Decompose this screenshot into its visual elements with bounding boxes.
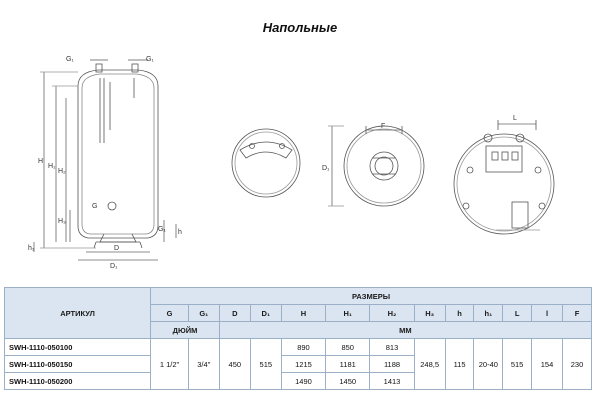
label-g: G bbox=[92, 203, 97, 210]
label-h3: H₃ bbox=[58, 218, 66, 225]
col-header: H₃ bbox=[413, 304, 446, 322]
cell-f: 230 bbox=[562, 338, 592, 390]
label-g1-right: G₁ bbox=[146, 56, 154, 63]
label-h1: H₁ bbox=[48, 163, 56, 170]
label-h: H bbox=[38, 158, 43, 165]
col-header: D bbox=[218, 304, 251, 322]
cell-h2: 813 bbox=[369, 338, 415, 356]
technical-drawings: G₁ G₁ H H₁ H₂ G H₃ G₁ h h₁ D D₁ F D₁ bbox=[28, 56, 555, 270]
cell-h: 1215 bbox=[280, 355, 327, 373]
col-header: F bbox=[562, 304, 592, 322]
row-artikul: SWH-1110-050200 bbox=[3, 372, 152, 390]
cell-h: 890 bbox=[280, 338, 327, 356]
cell-g1: 3/4" bbox=[187, 338, 220, 390]
cell-h-small: 115 bbox=[444, 338, 475, 390]
cell-h3: 248,5 bbox=[413, 338, 446, 390]
label-h-small: h bbox=[178, 229, 182, 236]
artikul-header: АРТИКУЛ bbox=[3, 287, 152, 339]
cell-h1-small: 20-40 bbox=[473, 338, 504, 390]
tank-top-view bbox=[231, 128, 301, 198]
label-h2: H₂ bbox=[58, 168, 66, 175]
col-header: h bbox=[444, 304, 475, 322]
cell-d: 450 bbox=[218, 338, 251, 390]
cell-h2: 1413 bbox=[369, 372, 415, 390]
label-d: D bbox=[114, 245, 119, 252]
label-g1-bottom: G₁ bbox=[158, 226, 166, 233]
cell-h1: 1450 bbox=[325, 372, 371, 390]
unit-mm: ММ bbox=[218, 321, 593, 339]
cell-h1: 1181 bbox=[325, 355, 371, 373]
row-artikul: SWH-1110-050100 bbox=[3, 338, 152, 356]
tank-side-view bbox=[33, 59, 177, 261]
label-d1-side: D₁ bbox=[322, 165, 330, 172]
tank-panel-view bbox=[453, 120, 555, 235]
col-header: H bbox=[280, 304, 327, 322]
cell-h: 1490 bbox=[280, 372, 327, 390]
col-header: G bbox=[150, 304, 189, 322]
cell-h2: 1188 bbox=[369, 355, 415, 373]
table-row: SWH-1110-050200 1490 1450 1413 bbox=[3, 372, 592, 390]
cell-l-small: 154 bbox=[531, 338, 563, 390]
col-header: h₁ bbox=[473, 304, 504, 322]
cell-l: 515 bbox=[502, 338, 532, 390]
tank-bottom-view bbox=[328, 125, 425, 207]
col-header: H₁ bbox=[325, 304, 371, 322]
table-row: SWH-1110-050100 1 1/2" 3/4" 450 515 890 … bbox=[3, 338, 592, 390]
col-header: D₁ bbox=[249, 304, 282, 322]
label-h1-small: h₁ bbox=[28, 245, 35, 252]
specs-table: АРТИКУЛ РАЗМЕРЫ G G₁ D D₁ H H₁ H₂ H₃ h h… bbox=[3, 287, 593, 390]
col-header: G₁ bbox=[187, 304, 220, 322]
label-d1: D₁ bbox=[110, 263, 118, 270]
cell-h1: 850 bbox=[325, 338, 371, 356]
col-header: l bbox=[531, 304, 563, 322]
cell-d1: 515 bbox=[249, 338, 282, 390]
page-title: Напольные bbox=[262, 20, 338, 35]
label-g1-left: G₁ bbox=[66, 56, 74, 63]
razmery-header: РАЗМЕРЫ bbox=[150, 287, 592, 305]
unit-inch: ДЮЙМ bbox=[150, 321, 220, 339]
label-l: L bbox=[513, 115, 517, 122]
label-f: F bbox=[381, 123, 385, 130]
col-header: L bbox=[502, 304, 532, 322]
cell-g: 1 1/2" bbox=[150, 338, 189, 390]
col-header: H₂ bbox=[369, 304, 415, 322]
row-artikul: SWH-1110-050150 bbox=[3, 355, 152, 373]
